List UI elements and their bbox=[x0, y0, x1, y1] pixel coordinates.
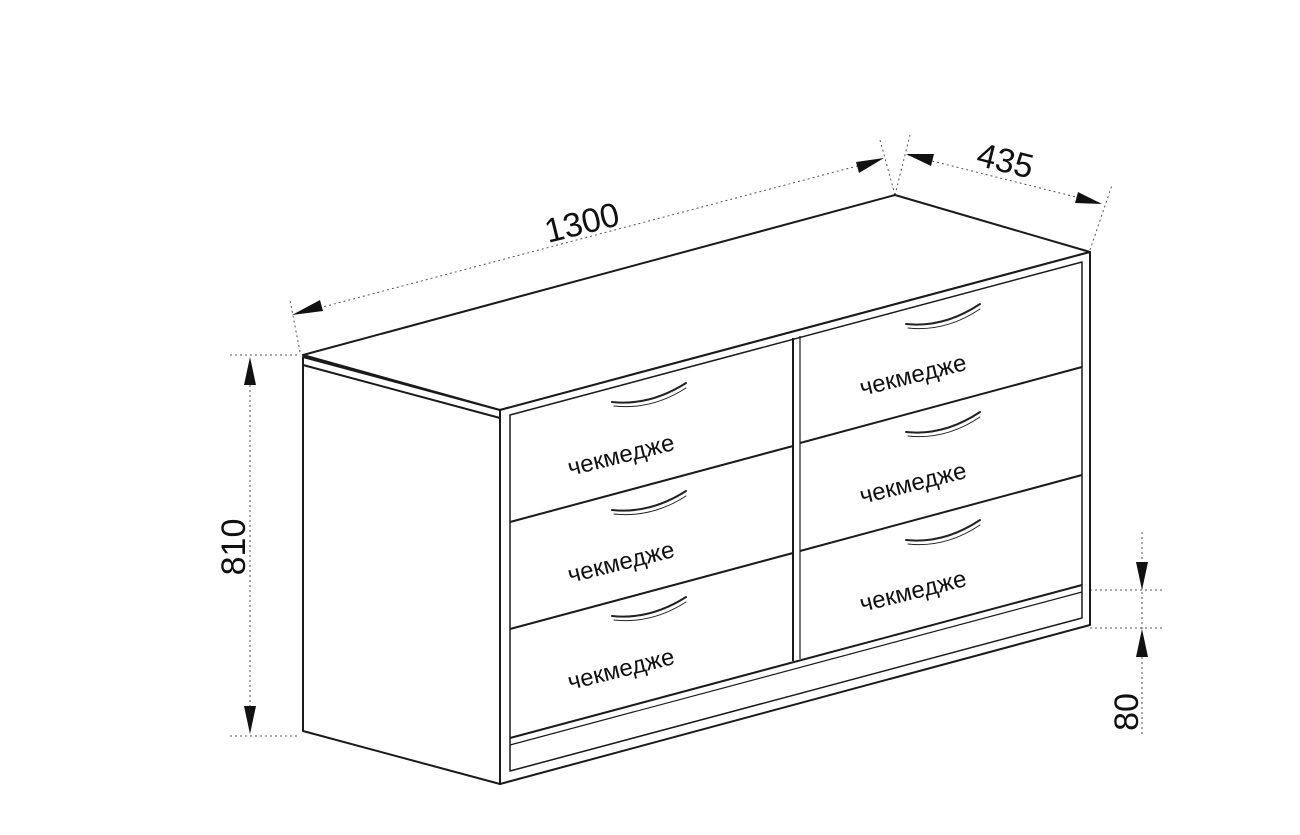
width-arrow-right bbox=[856, 158, 884, 173]
plinth-dimension: 80 bbox=[1090, 532, 1165, 734]
depth-arrow-right bbox=[1075, 192, 1102, 204]
plinth-arrow-bottom bbox=[1136, 629, 1148, 657]
depth-value: 435 bbox=[973, 136, 1037, 187]
cabinet bbox=[302, 194, 1091, 785]
height-dimension: 810 bbox=[215, 354, 300, 737]
side-panel bbox=[302, 356, 501, 785]
right-drawer-separator-2 bbox=[799, 474, 1083, 552]
front-panel bbox=[499, 251, 1091, 785]
right-drawer-separator-1 bbox=[799, 366, 1083, 444]
drawer-handle-icon bbox=[611, 596, 687, 618]
width-arrow-left bbox=[292, 300, 323, 315]
depth-arrow-left bbox=[906, 154, 934, 166]
left-drawer-separator-1 bbox=[509, 445, 794, 523]
drawer-handle-icon bbox=[905, 411, 981, 434]
plinth-arrow-top bbox=[1136, 562, 1148, 590]
width-value: 1300 bbox=[541, 196, 624, 251]
left-drawer-separator-2 bbox=[509, 552, 794, 630]
drawer-handle-icon bbox=[611, 382, 687, 404]
plinth-value: 80 bbox=[1108, 693, 1146, 731]
plinth-top-line bbox=[509, 584, 1083, 739]
drawer-handle-icon bbox=[611, 490, 687, 512]
height-arrow-bottom bbox=[244, 706, 256, 734]
height-value: 810 bbox=[215, 519, 253, 576]
plinth-inner-line bbox=[509, 591, 1083, 746]
drawer-handle-icon bbox=[905, 303, 981, 326]
drawer-handle-icon bbox=[905, 519, 981, 542]
height-arrow-top bbox=[244, 357, 256, 385]
